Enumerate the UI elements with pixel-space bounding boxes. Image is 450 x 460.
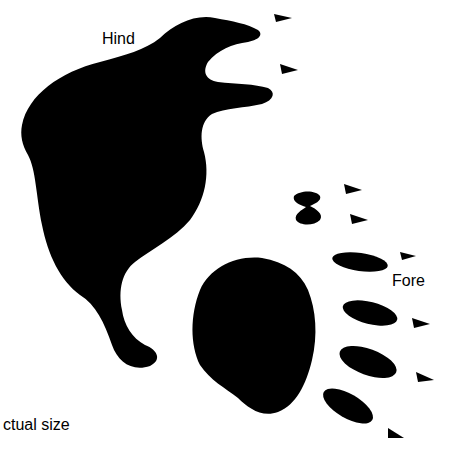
track-label: Hind: [102, 30, 135, 48]
fore-toe: [335, 340, 400, 385]
scale-note: ctual size: [3, 416, 70, 434]
hind-toe-pad: [294, 192, 321, 225]
claw-mark: [416, 372, 434, 382]
claw-mark: [274, 14, 292, 22]
fore-track: [193, 249, 435, 438]
fore-toe: [340, 296, 400, 331]
claw-mark: [350, 214, 368, 224]
claw-mark: [280, 64, 298, 74]
fore-palm: [193, 258, 316, 414]
track-label: Fore: [392, 272, 425, 290]
fore-toe: [318, 382, 378, 431]
claw-mark: [388, 428, 404, 438]
claw-mark: [344, 184, 362, 194]
claw-mark: [400, 252, 416, 260]
claw-mark: [412, 318, 430, 328]
fore-toe: [331, 249, 389, 275]
